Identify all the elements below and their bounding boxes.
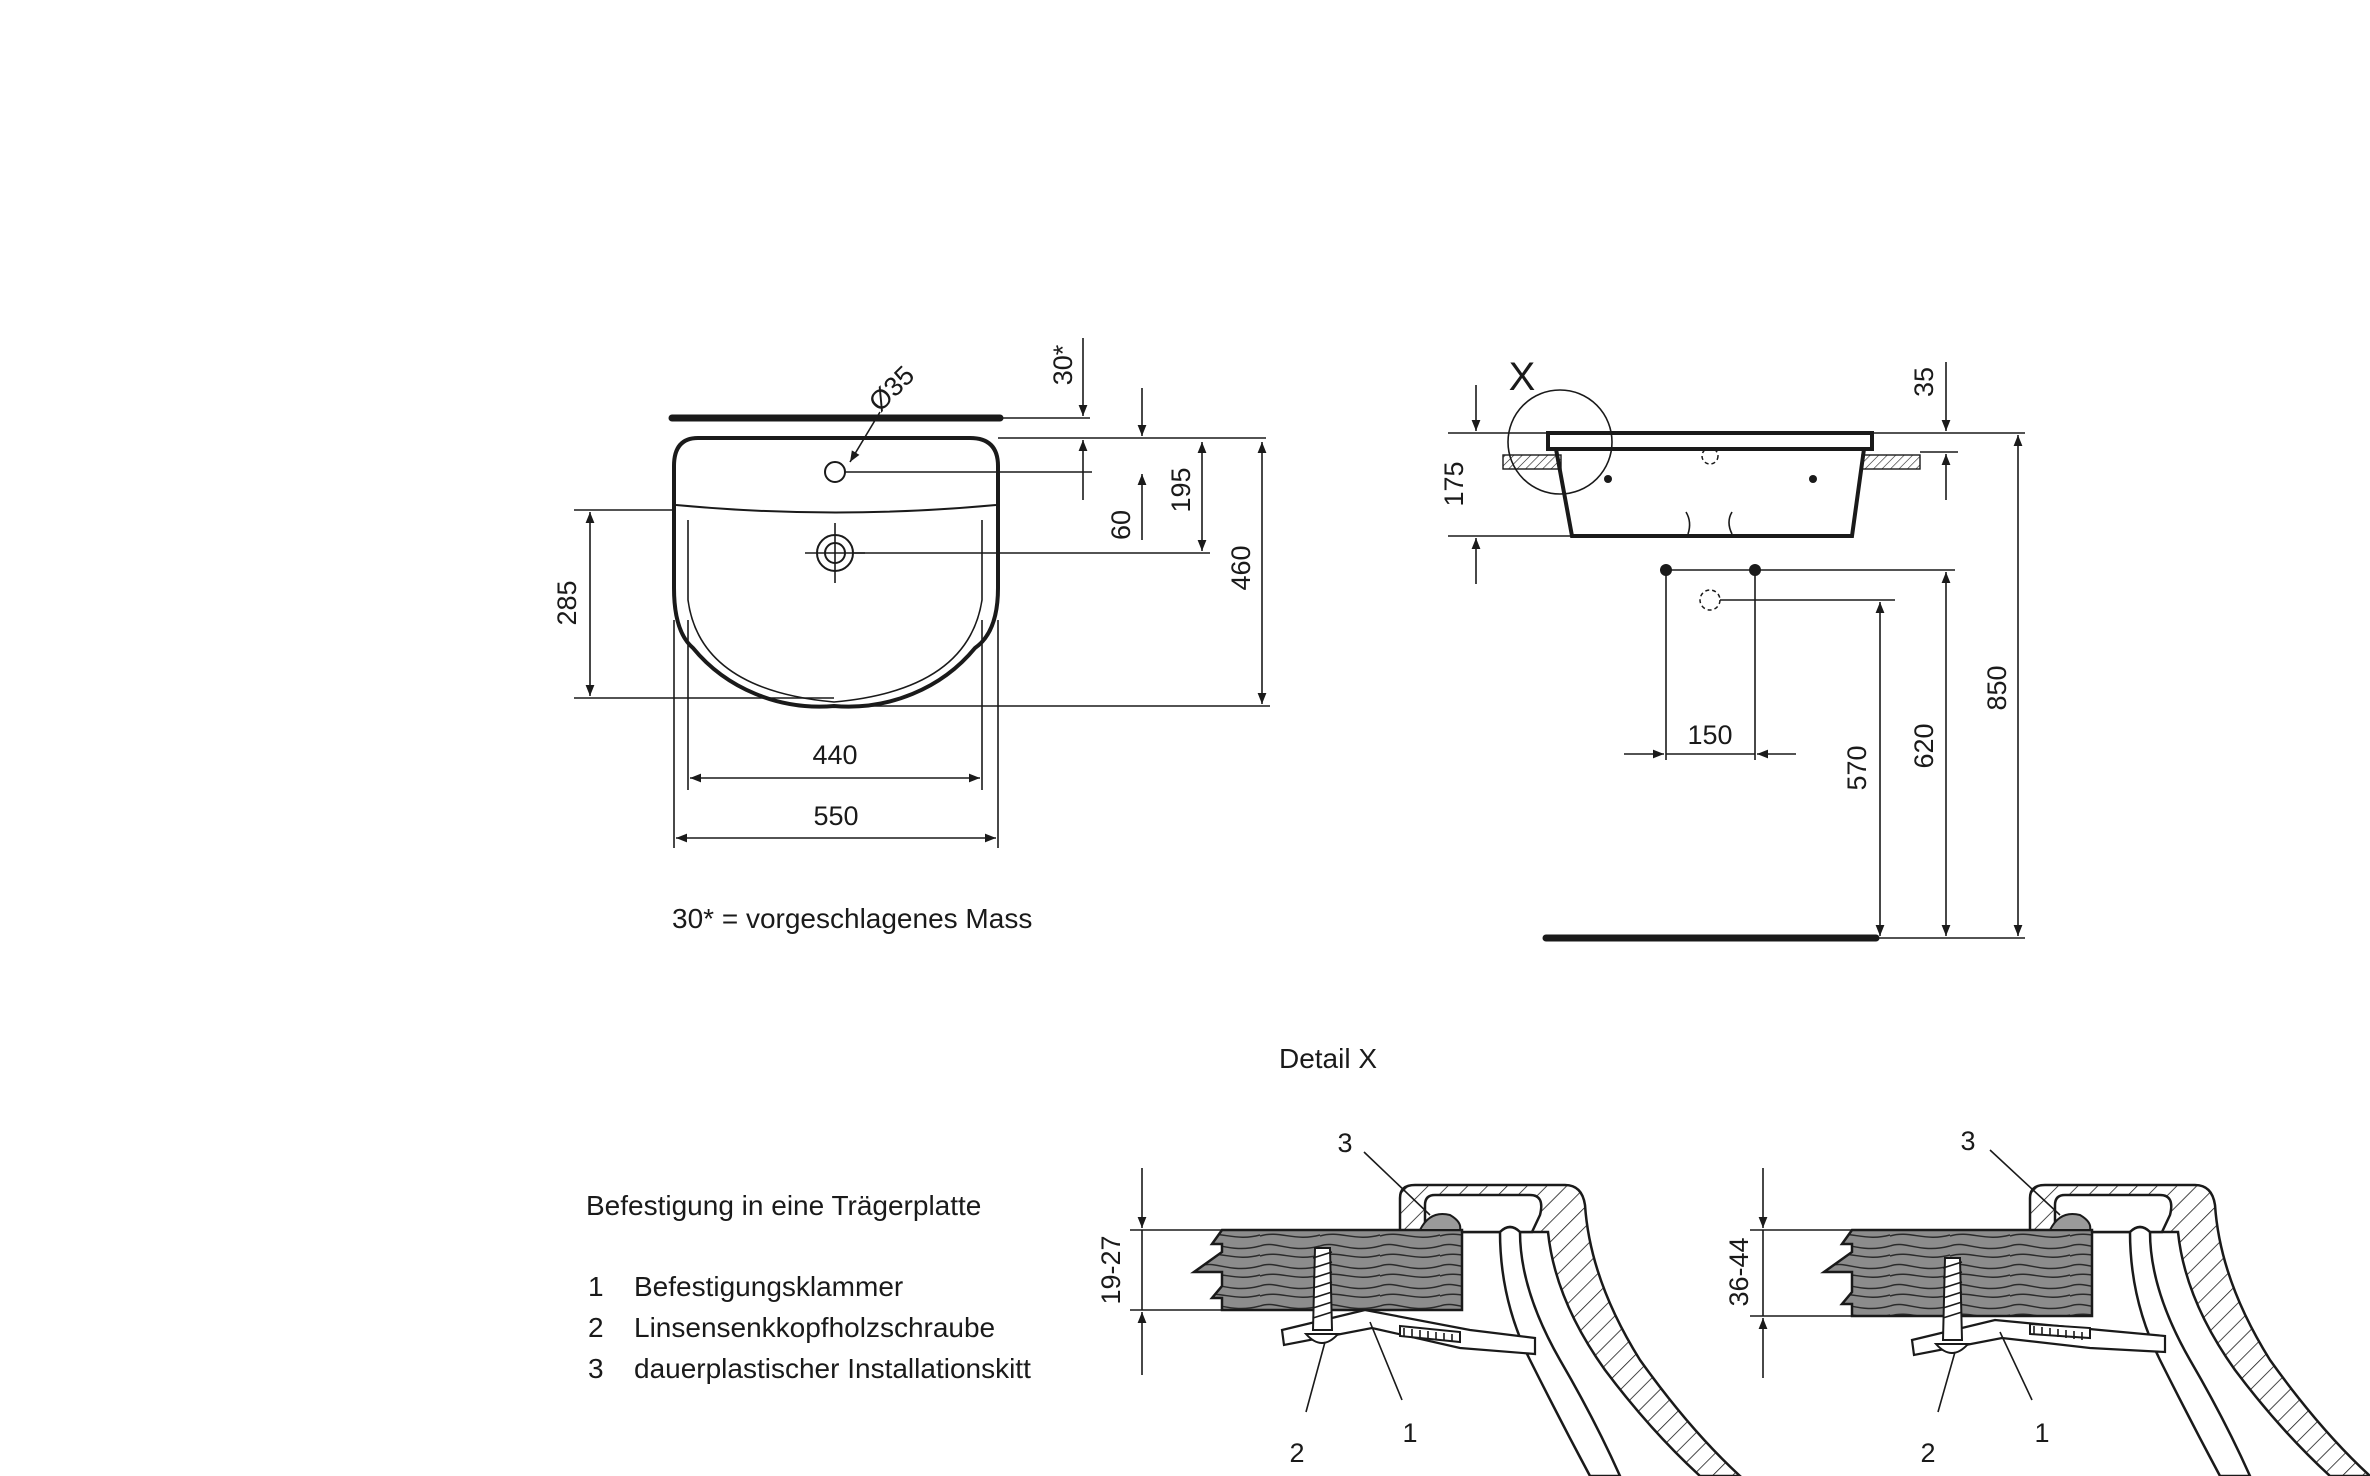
detail-title: Detail X [1279, 1043, 1377, 1074]
legend-text-1: Befestigungsklammer [634, 1271, 903, 1302]
countertop-right [1861, 454, 1921, 470]
extension-lines-side [1448, 432, 2025, 939]
detail-x-circle [1507, 389, 1613, 495]
dim-850: 850 [1982, 665, 2012, 710]
dim-30-star: 30* [1048, 344, 1078, 385]
detail-panel-19-27-dims: 19-27 3 1 2 [1096, 1128, 1431, 1468]
dim-diameter-35: Ø35 [863, 360, 920, 417]
detail-panel-36-44-dims: 36-44 3 1 2 [1724, 1126, 2061, 1468]
dim-36-44: 36-44 [1724, 1237, 1754, 1306]
callout-2-left: 2 [1289, 1438, 1304, 1468]
legend-num-1: 1 [588, 1271, 604, 1302]
detail-x-marker: X [1509, 355, 1536, 399]
legend: 1 Befestigungsklammer 2 Linsensenkkopfho… [588, 1271, 1031, 1384]
legend-text-2: Linsensenkkopfholzschraube [634, 1312, 995, 1343]
dim-285: 285 [552, 580, 582, 625]
legend-text-3: dauerplastischer Installationskitt [634, 1353, 1031, 1384]
detail-panel-19-27 [1190, 1183, 1742, 1476]
callout-3-right: 3 [1960, 1126, 1975, 1156]
basin-rim-line [675, 504, 997, 514]
dim-550: 550 [813, 801, 858, 831]
dim-150: 150 [1687, 720, 1732, 750]
basin-top-view [668, 414, 1004, 709]
basin-rim-side [1546, 431, 1874, 451]
basin-bowl-line [687, 520, 983, 703]
mounting-title: Befestigung in eine Trägerplatte [586, 1190, 981, 1221]
extension-lines-top [574, 417, 1270, 848]
sealant [1418, 1213, 1462, 1231]
countertop-left [1502, 454, 1562, 470]
dim-35: 35 [1909, 367, 1939, 397]
wood-screw [1311, 1247, 1334, 1331]
dim-60: 60 [1106, 510, 1136, 540]
dim-620: 620 [1909, 723, 1939, 768]
detail-panel-36-44 [1820, 1183, 2370, 1476]
tap-hole [824, 461, 846, 483]
dim-195: 195 [1166, 467, 1196, 512]
dim-19-27: 19-27 [1096, 1235, 1126, 1304]
drain-outlet [1685, 511, 1733, 535]
callout-1-right: 1 [2034, 1418, 2049, 1448]
overflow-hole-hidden [1701, 447, 1719, 465]
footnote: 30* = vorgeschlagenes Mass [672, 903, 1032, 934]
callout-3-left: 3 [1337, 1128, 1352, 1158]
callout-2-right: 2 [1920, 1438, 1935, 1468]
dim-175: 175 [1439, 461, 1469, 506]
dim-570: 570 [1842, 745, 1872, 790]
basin-section [1398, 1183, 1742, 1476]
dim-460: 460 [1226, 545, 1256, 590]
waste-outlet-hidden [1699, 589, 1721, 611]
legend-num-2: 2 [588, 1312, 604, 1343]
basin-outline [672, 436, 1000, 709]
dimension-lines-side [1471, 362, 2023, 936]
dim-440: 440 [812, 740, 857, 770]
basin-side-view: X [1502, 355, 1921, 942]
callout-1-left: 1 [1402, 1418, 1417, 1448]
basin-body-side [1554, 448, 1866, 538]
legend-num-3: 3 [588, 1353, 604, 1384]
dimension-lines-top [585, 338, 1267, 843]
